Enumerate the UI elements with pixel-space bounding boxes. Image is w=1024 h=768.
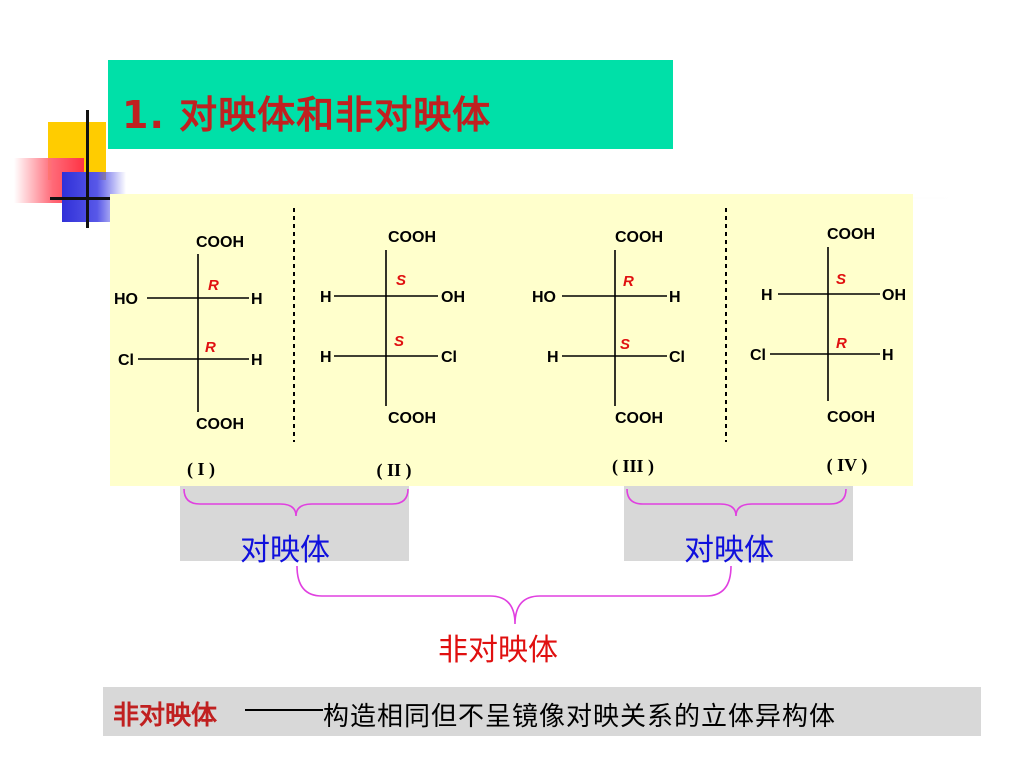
fischer-diagram: COOH HO H R Cl H R COOH ( I ) COOH H OH … [114,208,906,481]
group-upper-left: H [761,287,773,304]
structure-1: COOH HO H R Cl H R COOH ( I ) [114,234,263,480]
group-lower-left: Cl [118,352,134,369]
group-bottom: COOH [196,416,244,433]
decor-horizontal-line [50,197,112,200]
definition-box: 非对映体 构造相同但不呈镜像对映关系的立体异构体 [103,687,981,736]
group-lower-left: H [320,349,332,366]
config-upper: R [208,277,219,294]
group-lower-right: Cl [441,349,457,366]
enantiomer-box-left [180,486,409,561]
group-upper-left: HO [114,291,138,308]
enantiomer-label-right: 对映体 [684,533,774,568]
group-upper-right: OH [882,287,906,304]
definition-dash [245,709,323,711]
group-top: COOH [615,229,663,246]
group-upper-right: OH [441,289,465,306]
group-lower-left: Cl [750,347,766,364]
config-upper: S [396,272,406,289]
structure-label: ( III ) [612,456,654,477]
group-top: COOH [388,229,436,246]
group-lower-right: H [882,347,894,364]
structure-label: ( IV ) [827,455,868,476]
definition-term: 非对映体 [113,701,218,731]
group-upper-right: H [251,291,263,308]
config-upper: R [623,273,634,290]
group-upper-left: HO [532,289,556,306]
group-lower-left: H [547,349,559,366]
structure-2: COOH H OH S H Cl S COOH ( II ) [320,229,465,481]
page-title: 1. 对映体和非对映体 [122,93,492,137]
enantiomer-box-right [624,486,853,561]
structure-label: ( II ) [377,460,412,481]
structure-label: ( I ) [187,459,215,480]
config-lower: R [836,335,847,352]
brace-enantiomer-right [626,488,847,517]
config-lower: R [205,339,216,356]
group-bottom: COOH [388,410,436,427]
definition-text: 构造相同但不呈镜像对映关系的立体异构体 [323,702,837,732]
brace-enantiomer-left [183,488,409,517]
enantiomer-label-left: 对映体 [240,533,330,568]
diastereomer-label: 非对映体 [438,633,558,668]
structure-3: COOH HO H R H Cl S COOH ( III ) [532,229,685,477]
group-upper-left: H [320,289,332,306]
structure-4: COOH H OH S Cl H R COOH ( IV ) [750,226,906,476]
decor-vertical-line [86,110,89,228]
brace-diastereomer [296,565,732,625]
group-lower-right: H [251,352,263,369]
config-lower: S [620,336,630,353]
group-bottom: COOH [615,410,663,427]
config-upper: S [836,271,846,288]
group-top: COOH [196,234,244,251]
title-banner: 1. 对映体和非对映体 [108,60,673,149]
group-lower-right: Cl [669,349,685,366]
fischer-projections-panel: COOH HO H R Cl H R COOH ( I ) COOH H OH … [110,194,913,486]
group-bottom: COOH [827,409,875,426]
group-upper-right: H [669,289,681,306]
group-top: COOH [827,226,875,243]
config-lower: S [394,333,404,350]
